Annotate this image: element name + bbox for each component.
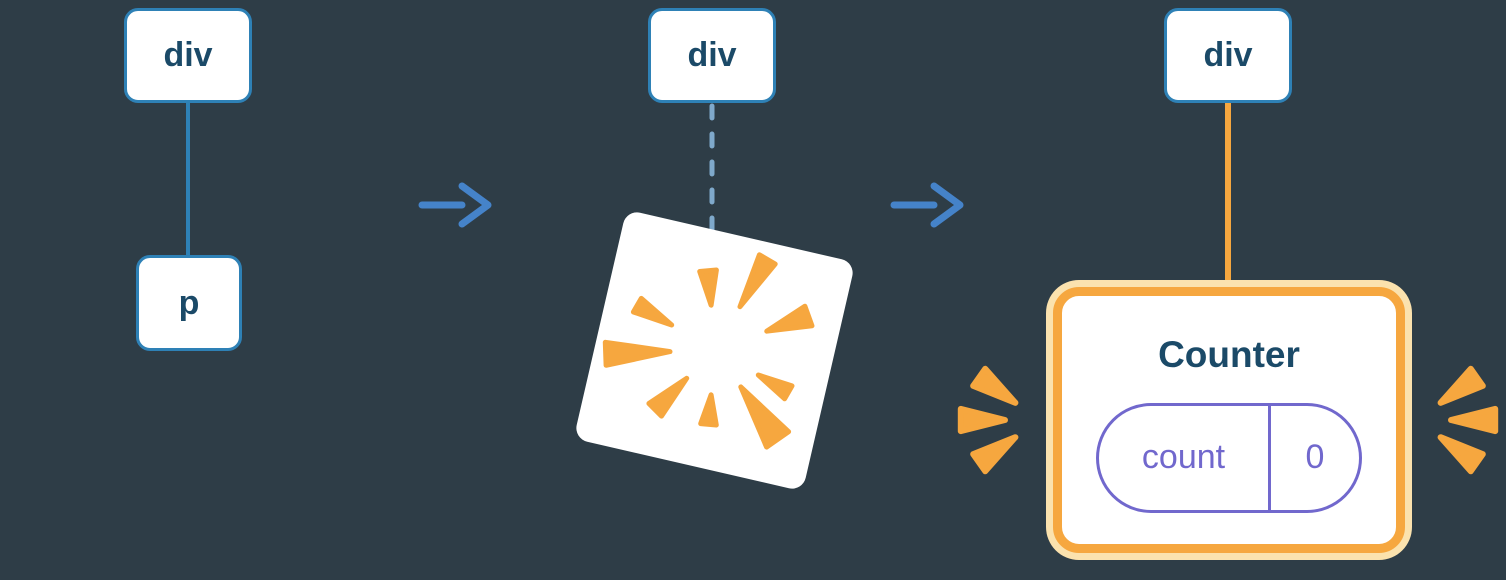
sparkle-emphasis-right-icon <box>1437 365 1499 475</box>
tree-node-div-during: div <box>648 8 776 103</box>
state-key-label: count <box>1099 405 1271 510</box>
tree-node-div-after: div <box>1164 8 1292 103</box>
state-pill: count 0 <box>1096 402 1362 513</box>
poof-burst-icon <box>602 252 815 450</box>
node-label: div <box>163 36 213 74</box>
arrow-right-icon <box>890 182 964 228</box>
node-label: div <box>687 36 737 74</box>
node-label: p <box>178 283 200 322</box>
tree-connector-line <box>186 102 190 256</box>
new-node-connector-line <box>1225 102 1231 286</box>
tree-node-p: p <box>136 255 242 351</box>
state-value-label: 0 <box>1305 438 1325 477</box>
dashed-connector-line <box>709 103 715 245</box>
sparkle-emphasis-left-icon <box>957 365 1019 475</box>
tree-node-div-before: div <box>124 8 252 103</box>
node-label: div <box>1203 36 1253 74</box>
arrow-right-icon <box>418 182 492 228</box>
counter-component-card: Counter count 0 <box>1053 287 1405 553</box>
component-title: Counter <box>1158 334 1300 375</box>
